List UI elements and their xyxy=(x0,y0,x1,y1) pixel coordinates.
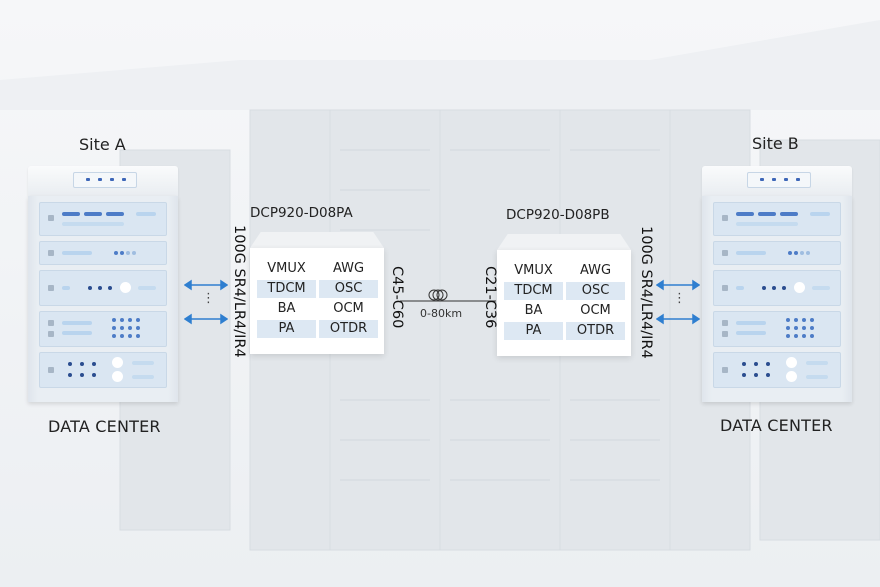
module-label: OCM xyxy=(566,302,625,320)
left-link-ellipsis: ⋮ xyxy=(202,291,215,306)
rack-top xyxy=(28,166,178,196)
module-label: OSC xyxy=(319,280,378,298)
device-a-right-modules: AWG OSC OCM OTDR xyxy=(319,260,378,340)
device-b-title: DCP920-D08PB xyxy=(506,207,610,223)
device-a: VMUX TDCM BA PA AWG OSC OCM OTDR xyxy=(250,232,384,354)
module-label: VMUX xyxy=(257,260,316,278)
module-label: OCM xyxy=(319,300,378,318)
site-a-dc-label: DATA CENTER xyxy=(48,417,161,436)
right-client-arrows xyxy=(656,279,700,325)
left-client-label: 100G SR4/LR4/IR4 xyxy=(231,225,247,358)
device-b-left-modules: VMUX TDCM BA PA xyxy=(504,262,563,342)
module-label: OTDR xyxy=(319,320,378,338)
device-b: VMUX TDCM BA PA AWG OSC OCM OTDR xyxy=(497,234,631,356)
device-b-right-modules: AWG OSC OCM OTDR xyxy=(566,262,625,342)
module-label: VMUX xyxy=(504,262,563,280)
module-label: TDCM xyxy=(504,282,563,300)
rack-top xyxy=(702,166,852,196)
fiber-distance-label: 0-80km xyxy=(420,307,463,320)
module-label: TDCM xyxy=(257,280,316,298)
site-a-title: Site A xyxy=(79,135,126,154)
left-client-arrows xyxy=(184,279,228,325)
module-label: OTDR xyxy=(566,322,625,340)
device-b-band-label: C21-C36 xyxy=(482,266,498,329)
site-b-dc-label: DATA CENTER xyxy=(720,416,833,435)
module-label: PA xyxy=(504,322,563,340)
fiber-coil-icon xyxy=(428,289,448,301)
device-a-left-modules: VMUX TDCM BA PA xyxy=(257,260,316,340)
module-label: OSC xyxy=(566,282,625,300)
module-label: AWG xyxy=(319,260,378,278)
module-label: AWG xyxy=(566,262,625,280)
fiber-link xyxy=(400,289,496,302)
site-b-title: Site B xyxy=(752,134,799,153)
module-label: PA xyxy=(257,320,316,338)
module-label: BA xyxy=(257,300,316,318)
module-label: BA xyxy=(504,302,563,320)
device-a-title: DCP920-D08PA xyxy=(250,205,353,221)
right-link-ellipsis: ⋮ xyxy=(673,291,686,306)
right-client-label: 100G SR4/LR4/IR4 xyxy=(638,226,654,359)
